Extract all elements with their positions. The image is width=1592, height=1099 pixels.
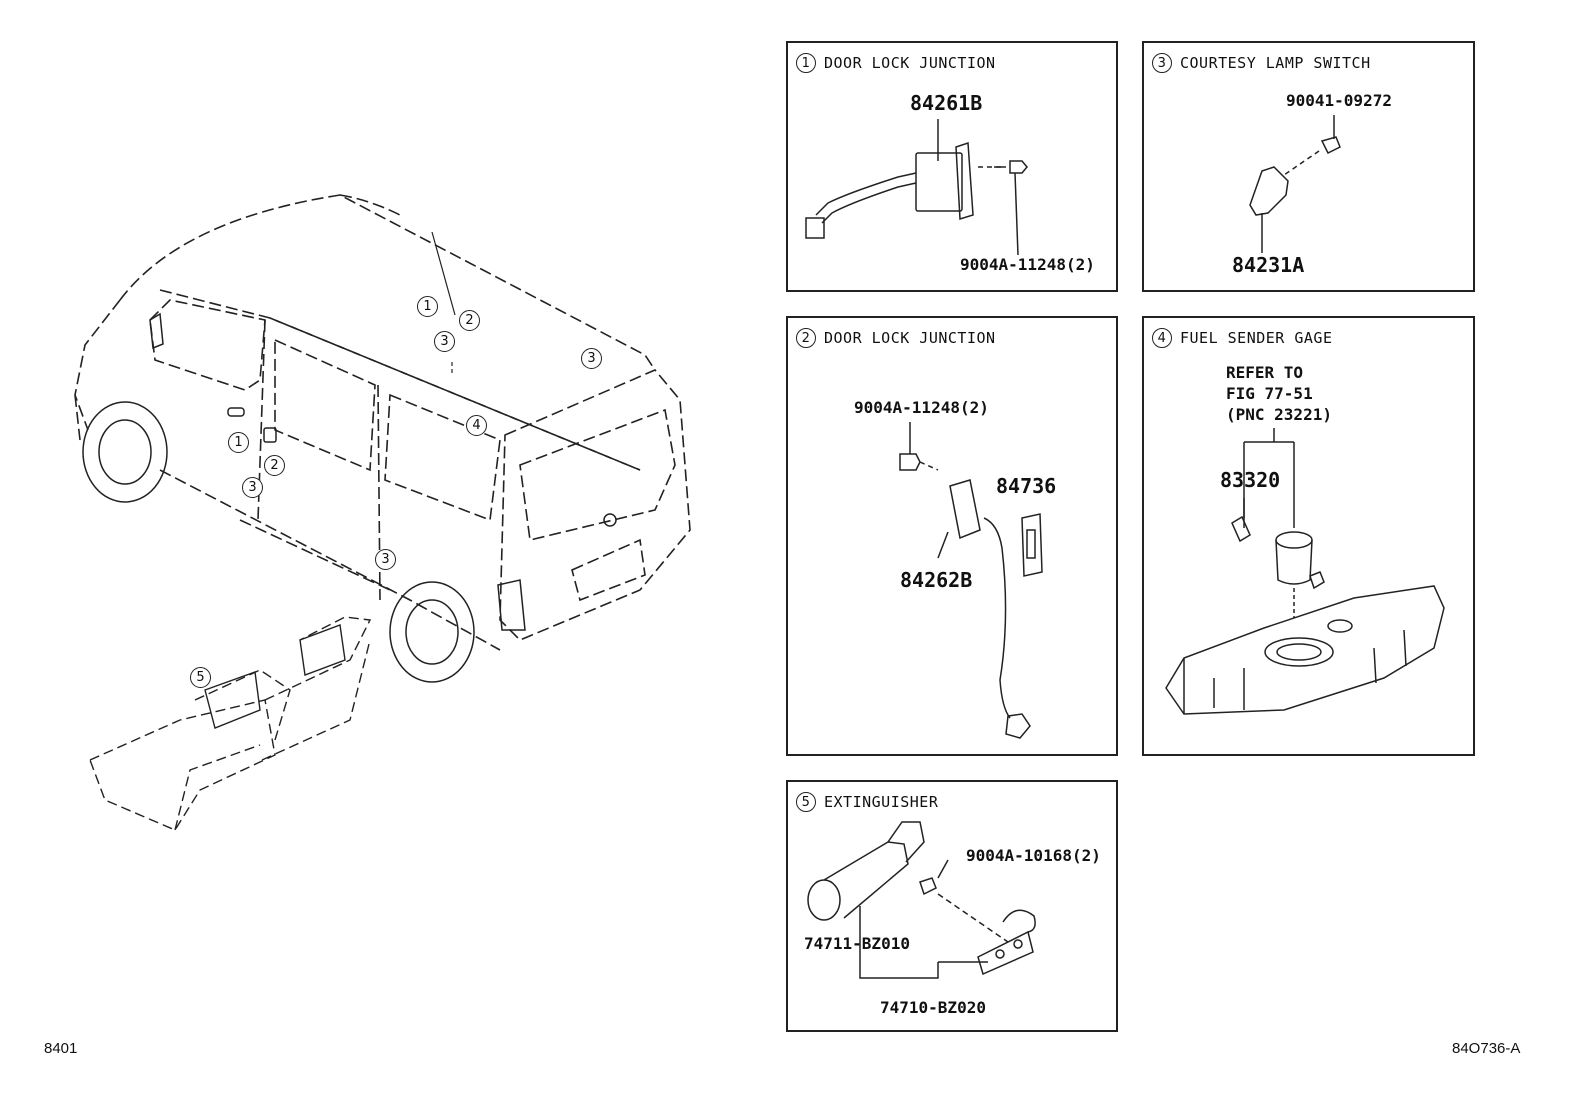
van-marker-5-seat: 5 xyxy=(190,667,211,688)
panel-number: 3 xyxy=(1152,53,1172,73)
extinguisher-drawing xyxy=(807,821,1036,979)
van-marker-3-rear: 3 xyxy=(581,348,602,369)
panel-number: 1 xyxy=(796,53,816,73)
panel-number: 4 xyxy=(1152,328,1172,348)
panel-door-lock-junction-1: 1 DOOR LOCK JUNCTION 84261B 9004A-11248(… xyxy=(786,41,1118,292)
door-lock-junction-drawing xyxy=(805,119,1028,256)
panel-title-text: COURTESY LAMP SWITCH xyxy=(1180,54,1371,72)
part-label-9004A-11248: 9004A-11248(2) xyxy=(960,255,1095,274)
panel-title-text: EXTINGUISHER xyxy=(824,793,939,811)
door-lock-junction-2-drawing xyxy=(899,422,1043,739)
van-marker-1-roof: 1 xyxy=(417,296,438,317)
panel-number: 5 xyxy=(796,792,816,812)
part-label-84261B: 84261B xyxy=(910,91,983,115)
van-marker-4: 4 xyxy=(466,415,487,436)
panel-extinguisher: 5 EXTINGUISHER 9004A-10168(2) 74711-BZ01… xyxy=(786,780,1118,1032)
panel-title: 3 COURTESY LAMP SWITCH xyxy=(1152,53,1371,73)
part-label-84736: 84736 xyxy=(996,474,1057,498)
panel-number: 2 xyxy=(796,328,816,348)
part-label-74710-BZ020: 74710-BZ020 xyxy=(880,998,986,1017)
panel-title-text: FUEL SENDER GAGE xyxy=(1180,329,1333,347)
van-marker-2-door: 2 xyxy=(264,455,285,476)
panel-door-lock-junction-2: 2 DOOR LOCK JUNCTION 9004A-11248(2) 8473… xyxy=(786,316,1118,756)
refer-line-1: REFER TO xyxy=(1226,363,1304,382)
panel-title-text: DOOR LOCK JUNCTION xyxy=(824,329,996,347)
panel-title: 5 EXTINGUISHER xyxy=(796,792,938,812)
part-label-90041-09272: 90041-09272 xyxy=(1286,91,1392,110)
footer-left-code: 8401 xyxy=(44,1040,78,1057)
fuel-tank-drawing xyxy=(1165,428,1445,715)
refer-note: REFER TO FIG 77-51 (PNC 23221) xyxy=(1226,362,1332,425)
van-marker-3-door: 3 xyxy=(242,477,263,498)
van-marker-3-slide: 3 xyxy=(375,549,396,570)
part-label-9004A-10168: 9004A-10168(2) xyxy=(966,846,1101,865)
panel-fuel-sender-gage: 4 FUEL SENDER GAGE REFER TO FIG 77-51 (P… xyxy=(1142,316,1475,756)
refer-line-2: FIG 77-51 xyxy=(1226,384,1313,403)
part-label-84231A: 84231A xyxy=(1232,253,1305,277)
panel-title: 4 FUEL SENDER GAGE xyxy=(1152,328,1333,348)
refer-line-3: (PNC 23221) xyxy=(1226,405,1332,424)
van-illustration xyxy=(74,194,691,831)
panel-courtesy-lamp-switch: 3 COURTESY LAMP SWITCH 90041-09272 84231… xyxy=(1142,41,1475,292)
van-marker-1-door: 1 xyxy=(228,432,249,453)
panel-title-text: DOOR LOCK JUNCTION xyxy=(824,54,996,72)
van-marker-2-roof: 2 xyxy=(459,310,480,331)
part-label-74711-BZ010: 74711-BZ010 xyxy=(804,934,910,953)
panel-title: 1 DOOR LOCK JUNCTION xyxy=(796,53,996,73)
footer-right-code: 84O736-A xyxy=(1452,1040,1521,1057)
courtesy-lamp-switch-drawing xyxy=(1249,115,1341,253)
part-label-84262B: 84262B xyxy=(900,568,973,592)
van-marker-3-roof: 3 xyxy=(434,331,455,352)
part-label-83320: 83320 xyxy=(1220,468,1281,492)
part-label-9004A-11248: 9004A-11248(2) xyxy=(854,398,989,417)
panel-title: 2 DOOR LOCK JUNCTION xyxy=(796,328,996,348)
